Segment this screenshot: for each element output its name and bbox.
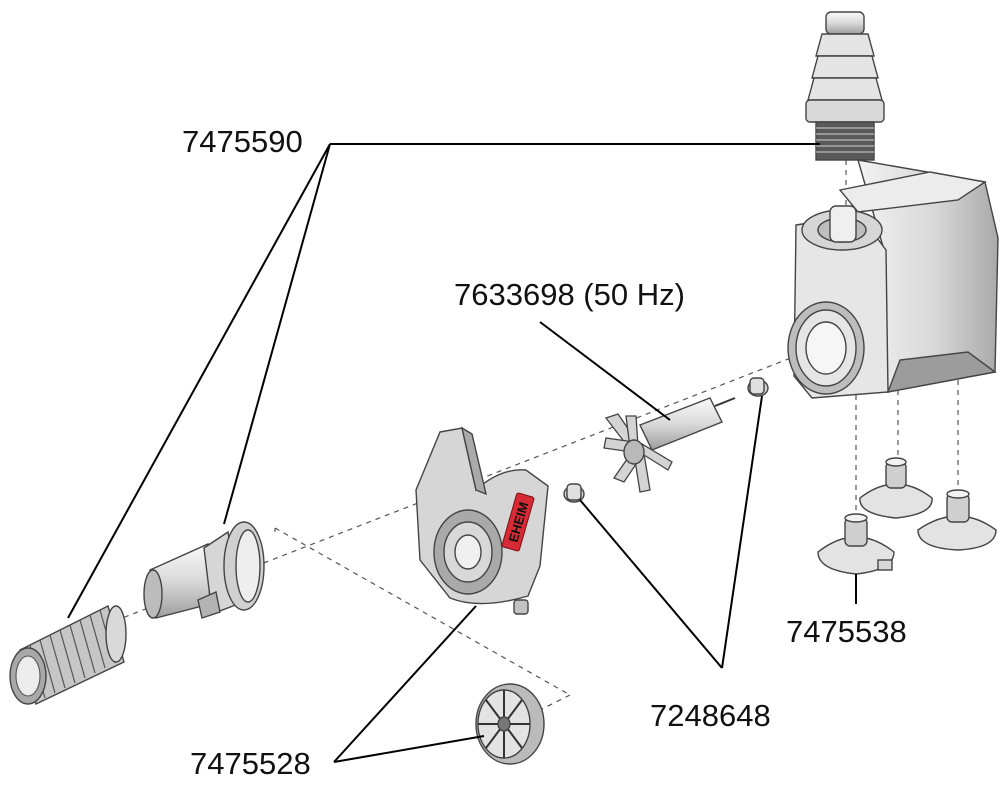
part-number-outlet-adapter: 7475590 bbox=[182, 124, 303, 159]
suction-cups bbox=[817, 457, 997, 575]
part-number-impeller: 7633698 (50 Hz) bbox=[454, 277, 685, 312]
impeller-assembly bbox=[603, 397, 736, 493]
filter-disc bbox=[475, 683, 545, 765]
bearing-rear bbox=[747, 377, 769, 397]
filter-cover: EHEIM bbox=[415, 426, 549, 615]
pump-body bbox=[787, 159, 999, 399]
part-number-bearings: 7248648 bbox=[650, 698, 771, 733]
outlet-hose-adapter bbox=[805, 11, 885, 161]
suction-cup bbox=[817, 513, 895, 575]
intake-adapter bbox=[143, 521, 265, 619]
leader-lines bbox=[67, 143, 857, 763]
suction-cup bbox=[917, 489, 997, 551]
part-number-filter-cover: 7475528 bbox=[190, 746, 311, 781]
intake-strainer bbox=[9, 604, 127, 705]
bearing-front bbox=[563, 483, 585, 503]
suction-cup bbox=[859, 457, 933, 519]
part-number-suction-cups: 7475538 bbox=[786, 614, 907, 649]
